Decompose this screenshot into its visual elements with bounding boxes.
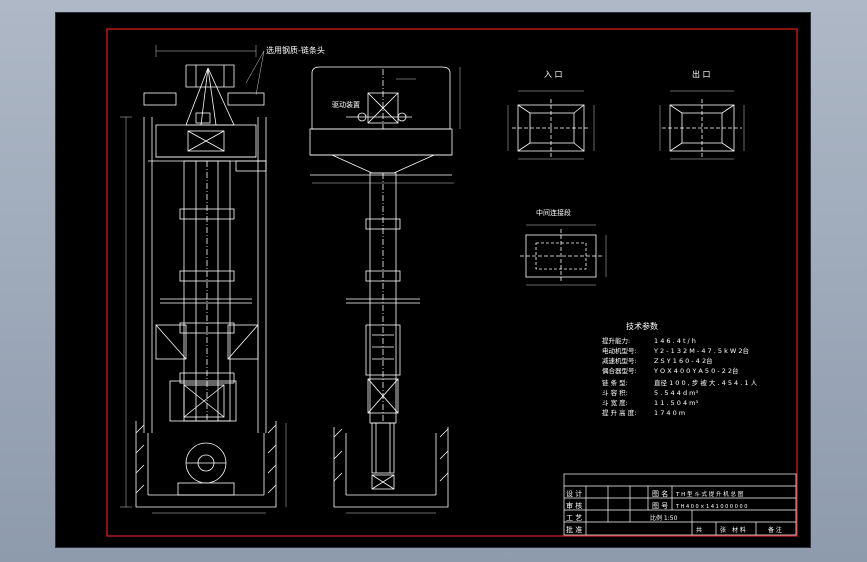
- tech-label: 斗 容 积:: [602, 388, 628, 397]
- role-design: 设 计: [566, 489, 582, 498]
- head-note: 选用钢质-链条头: [266, 45, 325, 55]
- inlet-detail: [507, 90, 595, 160]
- title-block: [563, 473, 797, 536]
- role-process: 工 艺: [566, 514, 582, 522]
- tech-value: 直径 1 0 0 , 步 被 大 . 4 5 4 . 1 人: [654, 378, 758, 387]
- elevator-drawing: 选用钢质-链条头: [106, 28, 798, 537]
- drawing-no: T H 4 0 0 × 1 4 1 0 0 0 0 0 0: [675, 504, 747, 510]
- tech-value: 1 1 . 5 0 4 m³: [654, 399, 698, 407]
- drive-label: 驱动装置: [332, 100, 360, 109]
- scale-cell: 比例 1:50: [650, 514, 678, 522]
- role-review: 审 核: [566, 501, 582, 510]
- tech-value: Y O X 4 0 0 Y A 5 0 - 2 2台: [653, 366, 739, 375]
- sheet-cell: 张: [720, 526, 726, 534]
- tech-table: 提升能力: 1 4 6 . 4 t / h 电动机型号: Y 2 - 1 3 2…: [602, 336, 758, 417]
- tech-label: 减速机型号:: [602, 356, 637, 365]
- role-approve: 批 准: [566, 525, 582, 534]
- tech-value: 5 . 5 4 4 d m³: [654, 389, 698, 397]
- tech-value: Z S Y 1 6 0 - 4 2台: [654, 356, 713, 365]
- front-view: [120, 45, 287, 514]
- tech-label: 提升能力:: [602, 336, 630, 345]
- tech-value: Y 2 - 1 3 2 M - 4 7 . 5 k W 2台: [653, 346, 749, 355]
- remark-cell: 备 注: [768, 526, 782, 534]
- outlet-detail: [659, 90, 745, 160]
- outlet-title: 出 口: [692, 69, 711, 79]
- tech-label: 提 升 高 度:: [602, 408, 636, 417]
- inlet-title: 入 口: [544, 70, 563, 79]
- cad-viewport[interactable]: 选用钢质-链条头: [55, 12, 811, 548]
- side-view: [309, 66, 461, 514]
- drawing-name-label: 图 名: [652, 489, 668, 498]
- drawing-name: T H 型 斗 式 提 升 机 总 图: [675, 490, 744, 498]
- section-title: 中间连接段: [536, 208, 571, 217]
- tech-label: 偶合器型号:: [602, 366, 637, 375]
- tech-value: 1 7 4 0 m: [654, 409, 685, 417]
- drawing-frame: [106, 28, 798, 537]
- total-cell: 共: [696, 526, 702, 534]
- section-detail: [520, 224, 607, 286]
- tech-label: 斗 宽 度:: [602, 398, 628, 407]
- tech-label: 电动机型号:: [602, 346, 637, 355]
- material-cell: 材 料: [732, 526, 746, 534]
- tech-label: 链 条 型:: [602, 378, 628, 387]
- tech-title: 技术参数: [626, 321, 658, 331]
- tech-value: 1 4 6 . 4 t / h: [654, 337, 696, 345]
- drawing-no-label: 图 号: [652, 502, 668, 510]
